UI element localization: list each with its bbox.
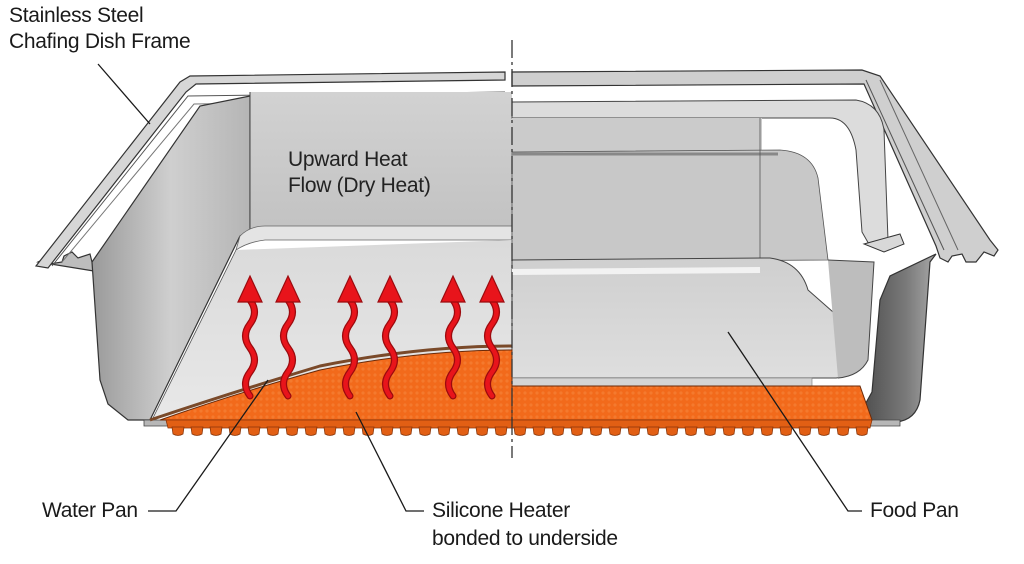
label-silicone-heater: Silicone Heater bonded to underside: [432, 498, 618, 552]
silicone-heater: [149, 344, 873, 436]
label-heat-line2: Flow (Dry Heat): [288, 174, 431, 197]
heater-ribs: [165, 419, 873, 429]
food-pan: [511, 99, 905, 387]
leader-heater: [355, 411, 424, 512]
label-frame: Stainless Steel Chafing Dish Frame: [9, 3, 191, 55]
leader-water-pan: [148, 379, 269, 512]
leader-food-pan: [727, 331, 862, 512]
leader-frame: [97, 63, 151, 125]
label-heat-flow: Upward Heat Flow (Dry Heat): [288, 147, 431, 199]
label-heat-line1: Upward Heat: [288, 148, 408, 171]
label-frame-line1: Stainless Steel: [9, 4, 144, 27]
label-heater-line2: bonded to underside: [432, 527, 618, 550]
heat-arrow-icon: [275, 274, 301, 303]
heat-arrow-icon: [337, 274, 363, 303]
label-water-pan: Water Pan: [42, 499, 138, 522]
label-food-pan: Food Pan: [870, 499, 959, 522]
label-frame-line2: Chafing Dish Frame: [9, 30, 191, 53]
heat-arrow-icon: [237, 274, 263, 303]
label-heater-line1: Silicone Heater: [432, 499, 570, 522]
heat-flow-arrows: [237, 274, 505, 400]
heat-arrow-icon: [377, 274, 403, 303]
heat-arrow-icon: [440, 274, 466, 303]
leader-lines: [97, 63, 862, 512]
heat-arrow-icon: [479, 274, 505, 303]
